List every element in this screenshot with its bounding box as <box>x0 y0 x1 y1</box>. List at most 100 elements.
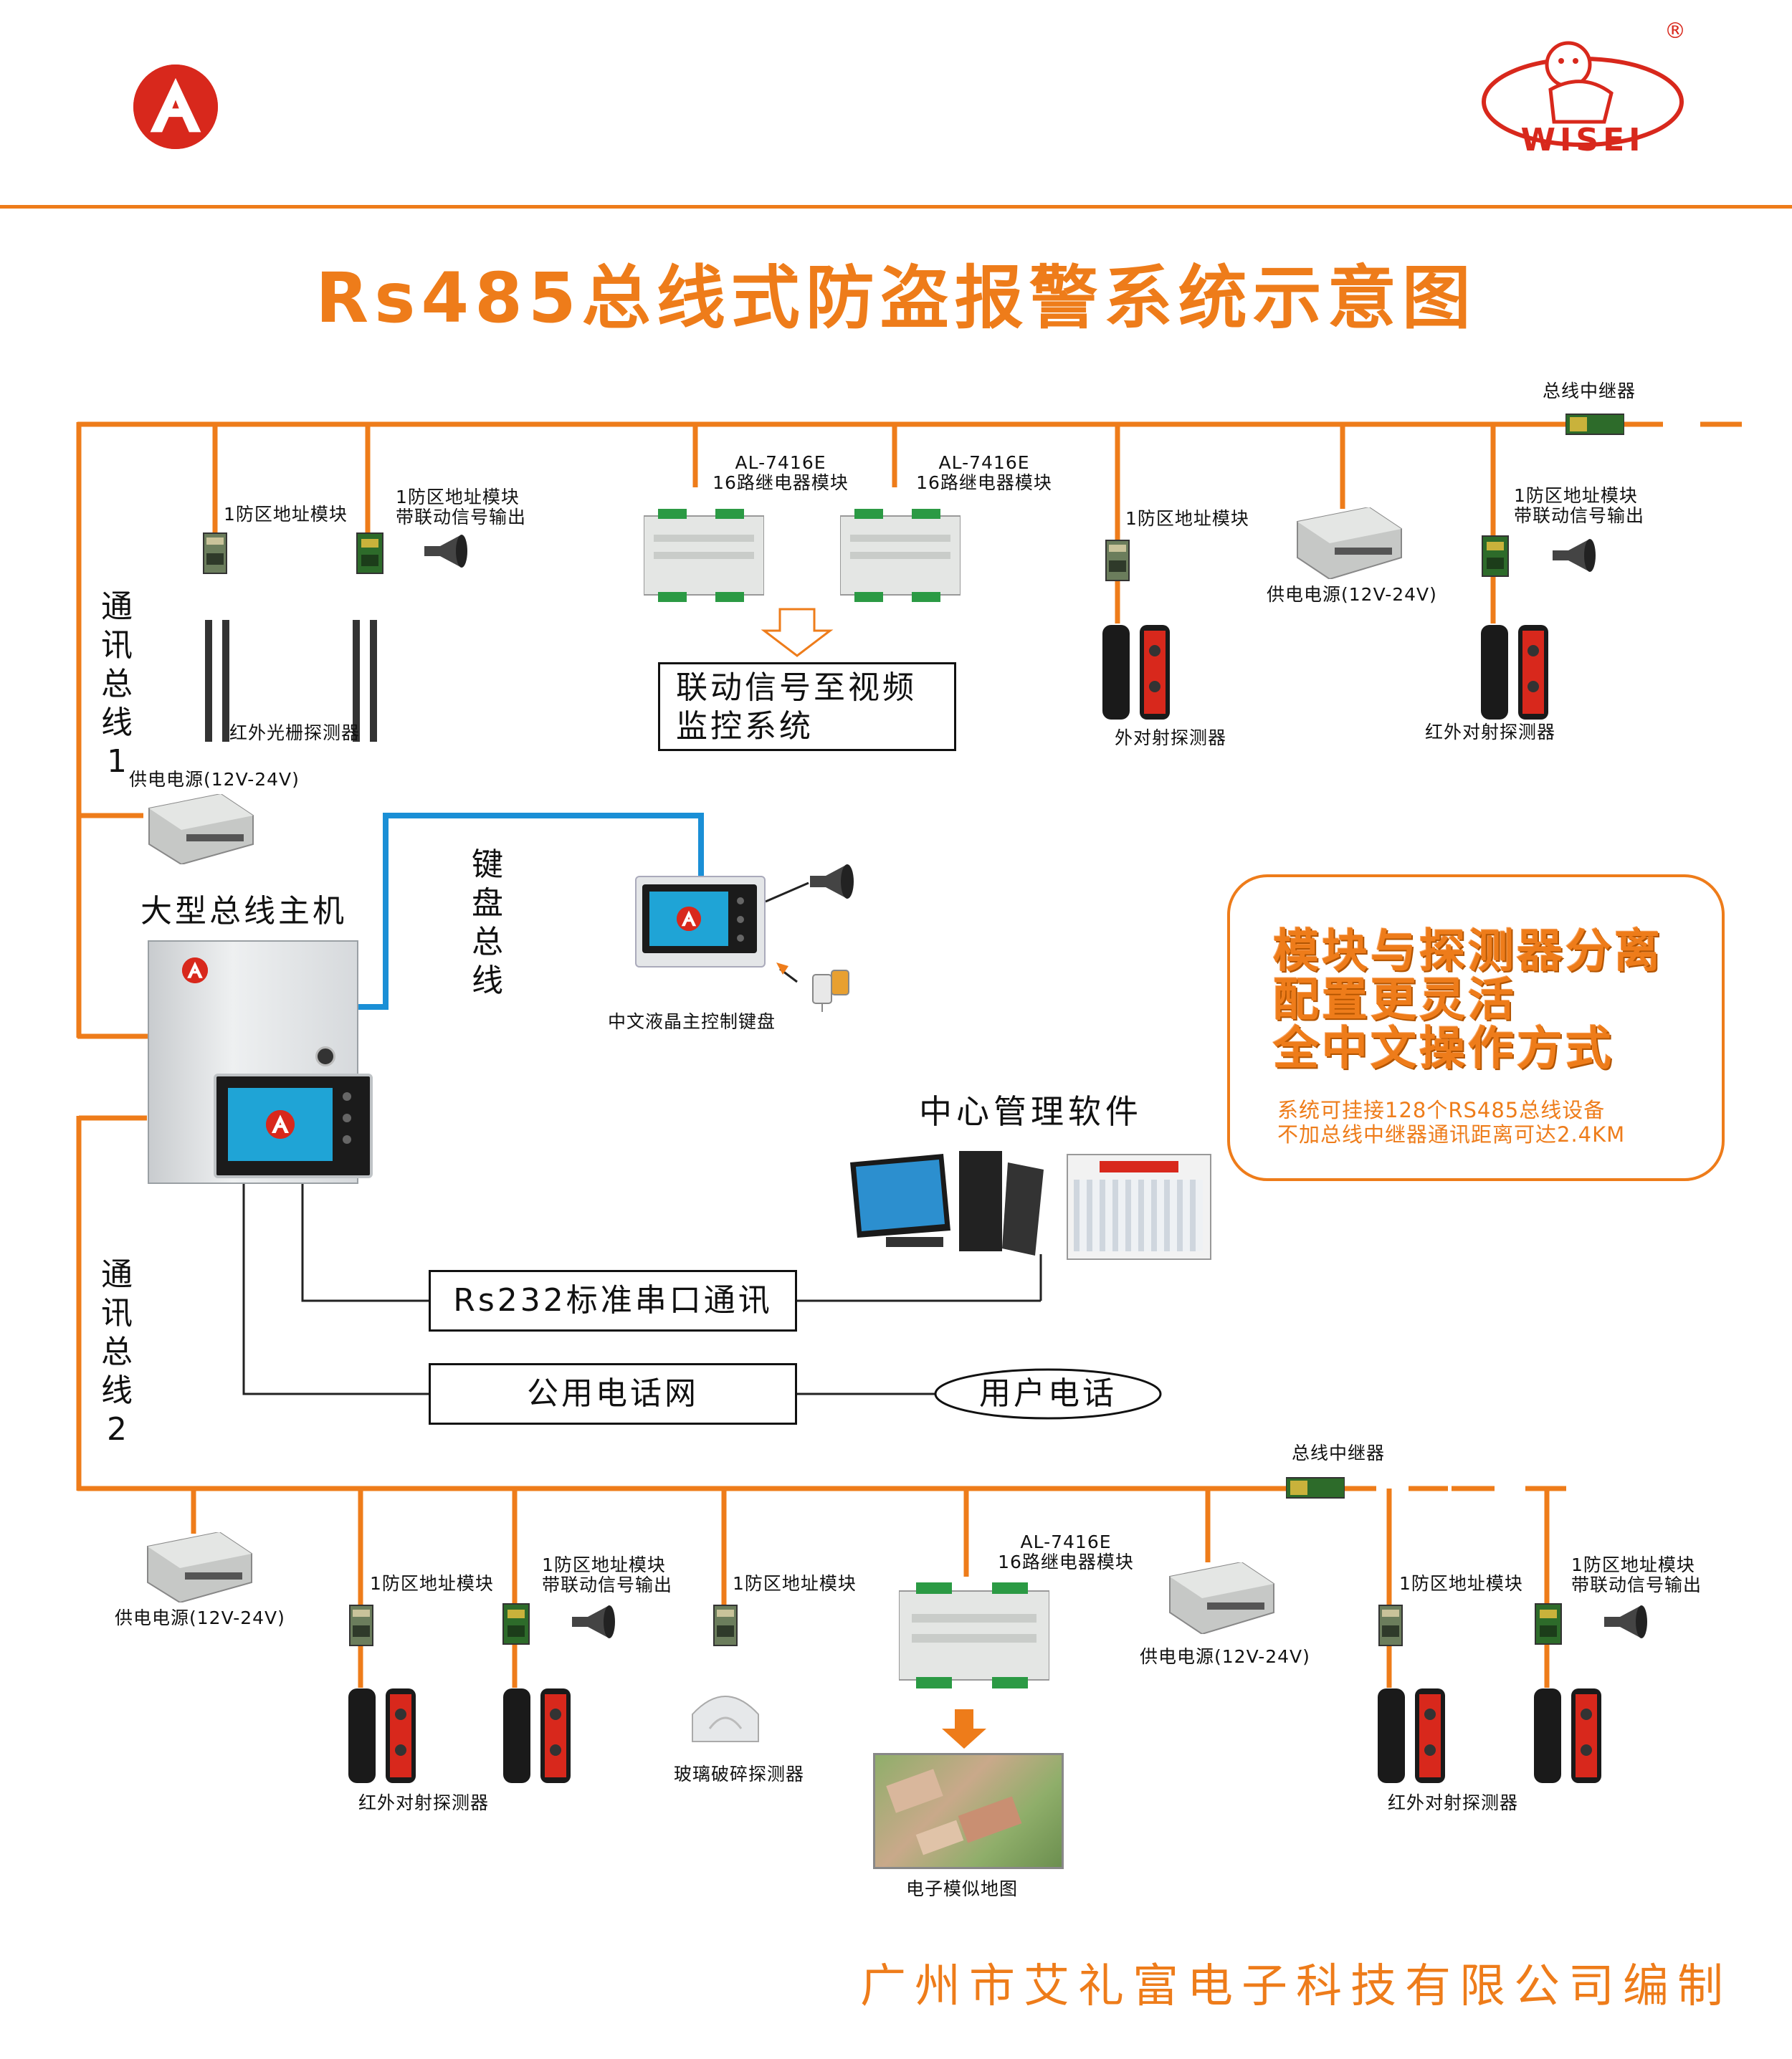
pstn-box: 公用电话网 <box>429 1363 797 1425</box>
feature-note1: 系统可挂接128个RS485总线设备 <box>1277 1098 1606 1122</box>
zone-module-linked-line1: 1防区地址模块 <box>1514 485 1638 506</box>
wisei-logo: WISEI ® <box>1475 19 1690 158</box>
repeater-label: 总线中继器 <box>1292 1443 1386 1463</box>
zone-module-label: 1防区地址模块 <box>370 1573 494 1594</box>
zone-module-icon <box>203 532 227 574</box>
zone-module-icon <box>349 1605 373 1646</box>
zone-module-linked-line2: 带联动信号输出 <box>396 507 527 527</box>
bus2-label-char: 通 <box>101 1256 133 1293</box>
keyboard-label: 中文液晶主控制键盘 <box>608 1011 776 1032</box>
power-supply-icon <box>147 1532 252 1602</box>
feature-line2: 配置更灵活 <box>1273 974 1517 1027</box>
keyboard-display <box>649 892 728 946</box>
emap-label: 电子模似地图 <box>906 1878 1019 1899</box>
bus2-label-char: 讯 <box>101 1295 133 1332</box>
registered-mark: ® <box>1664 19 1686 44</box>
beam-detector-icon <box>503 1688 571 1783</box>
lcd-keyboard <box>635 876 766 968</box>
connector-lines <box>242 882 1042 1395</box>
computer-icon <box>850 1151 1044 1256</box>
relay-module-icon <box>840 509 961 602</box>
repeater-icon <box>1286 1477 1345 1499</box>
power-supply-icon <box>1169 1562 1274 1634</box>
ir-beam-label: 红外对射探测器 <box>1425 722 1556 742</box>
button-icon <box>737 916 744 923</box>
ext-beam-label: 外对射探测器 <box>1115 727 1227 748</box>
remote-control-icon <box>812 970 849 1012</box>
siren-icon <box>1553 539 1596 572</box>
wisei-mascot-icon <box>1482 41 1684 147</box>
feature-note2: 不加总线中继器通讯距离可达2.4KM <box>1277 1122 1626 1147</box>
zone-module-linked-line1: 1防区地址模块 <box>396 487 520 507</box>
keyboard-bus-label: 键盘总线 <box>467 846 507 1000</box>
ir-grating-icon <box>205 620 229 742</box>
beam-detector-icon <box>1481 625 1548 720</box>
button-icon <box>737 935 744 942</box>
user-phone-label: 用户电话 <box>979 1375 1117 1412</box>
zone-module-linked-label: 1防区地址模块带联动信号输出 <box>1571 1555 1702 1595</box>
zone-module-linked-icon <box>1482 535 1509 577</box>
bus2-label-char: 2 <box>107 1411 127 1448</box>
zone-module-icon <box>713 1605 738 1646</box>
zone-module-label: 1防区地址模块 <box>1399 1573 1523 1594</box>
siren-icon <box>424 535 467 568</box>
host-label: 大型总线主机 <box>140 893 347 930</box>
zone-module-linked-icon <box>502 1603 530 1645</box>
building-block <box>915 1820 964 1855</box>
building-block <box>886 1769 943 1813</box>
building-block <box>958 1796 1022 1843</box>
power-supply-label: 供电电源(12V-24V) <box>1140 1646 1310 1667</box>
keyboard-bus-char: 线 <box>472 962 503 999</box>
bus2-label-char: 线 <box>101 1372 133 1409</box>
bus1-label-char: 线 <box>101 704 133 741</box>
ir-grating-label: 红外光栅探测器 <box>229 722 361 743</box>
ir-beam-label: 红外对射探测器 <box>1388 1792 1519 1813</box>
relay-module-icon <box>644 509 764 602</box>
header-divider <box>0 205 1792 209</box>
linkage-arrow-icon <box>761 608 834 657</box>
zone-module-linked-line2: 带联动信号输出 <box>1514 505 1645 526</box>
button-icon <box>343 1135 351 1144</box>
zone-module-linked-line2: 带联动信号输出 <box>1571 1575 1702 1595</box>
relay-name: 16路继电器模块 <box>916 472 1052 493</box>
relay-model: AL-7416E <box>938 452 1030 473</box>
feature-line3: 全中文操作方式 <box>1273 1023 1614 1076</box>
power-supply-label: 供电电源(12V-24V) <box>115 1607 285 1628</box>
power-supply-label: 供电电源(12V-24V) <box>1267 584 1437 605</box>
linkage-box-line2: 监控系统 <box>676 708 814 745</box>
zone-module-label: 1防区地址模块 <box>224 504 348 525</box>
a-logo-icon <box>677 907 701 931</box>
ir-grating-icon <box>353 620 377 742</box>
zone-module-linked-label: 1防区地址模块带联动信号输出 <box>542 1555 672 1595</box>
relay-name: 16路继电器模块 <box>712 472 849 493</box>
keyboard-bezel <box>642 884 757 953</box>
beam-detector-icon <box>1102 625 1170 720</box>
bus1-label-char: 1 <box>107 743 127 780</box>
ir-beam-label: 红外对射探测器 <box>358 1792 490 1813</box>
relay-model: AL-7416E <box>735 452 826 473</box>
button-icon <box>737 897 744 904</box>
page-title: Rs485总线式防盗报警系统示意图 <box>315 258 1477 338</box>
glass-break-label: 玻璃破碎探测器 <box>674 1764 805 1785</box>
software-screenshot <box>1067 1154 1211 1260</box>
emap-arrow-icon <box>942 1709 986 1749</box>
relay-model: AL-7416E <box>1020 1532 1112 1552</box>
user-phone-ellipse <box>934 1368 1162 1420</box>
repeater-label: 总线中继器 <box>1543 381 1636 401</box>
floor-plan-map <box>1074 1180 1203 1251</box>
rs232-box: Rs232标准串口通讯 <box>429 1270 797 1332</box>
linkage-video-box: 联动信号至视频监控系统 <box>658 662 956 751</box>
siren-icon <box>1604 1605 1647 1638</box>
feature-line1: 模块与探测器分离 <box>1273 925 1663 978</box>
button-icon <box>343 1114 351 1122</box>
zone-module-label: 1防区地址模块 <box>1125 508 1249 529</box>
a-logo-icon <box>182 957 208 983</box>
zone-module-linked-icon <box>1535 1603 1562 1645</box>
zone-module-linked-line1: 1防区地址模块 <box>1571 1554 1695 1575</box>
